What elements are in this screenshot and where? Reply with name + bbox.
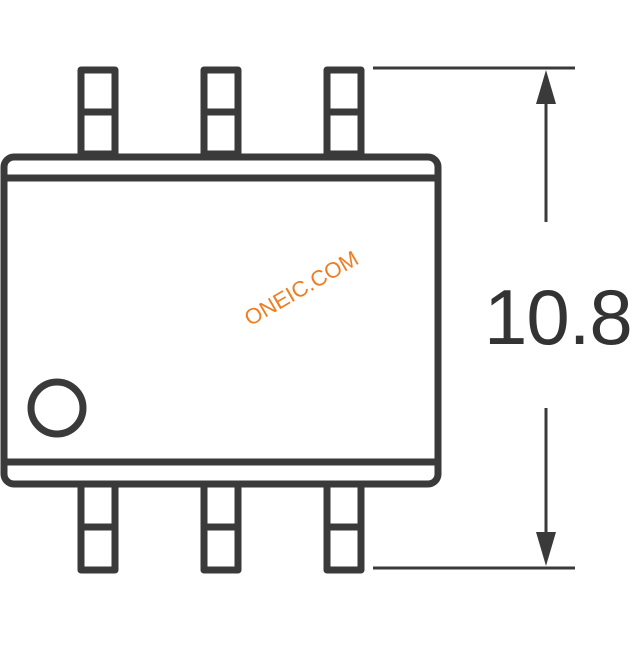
pin-bottom-3 bbox=[323, 480, 365, 574]
arrowhead-down bbox=[536, 532, 556, 566]
package-body bbox=[0, 153, 442, 488]
dimension-value: 10.8 bbox=[484, 273, 633, 361]
top-pins bbox=[77, 66, 365, 158]
arrowhead-up bbox=[536, 70, 556, 104]
pin-top-1 bbox=[77, 66, 119, 158]
pin-top-3 bbox=[323, 66, 365, 158]
bottom-pins bbox=[77, 480, 365, 574]
pin1-marker bbox=[27, 378, 87, 438]
dimension-line bbox=[373, 66, 575, 570]
pin-bottom-1 bbox=[77, 480, 119, 574]
pin-bottom-2 bbox=[200, 480, 242, 574]
pin-top-2 bbox=[200, 66, 242, 158]
